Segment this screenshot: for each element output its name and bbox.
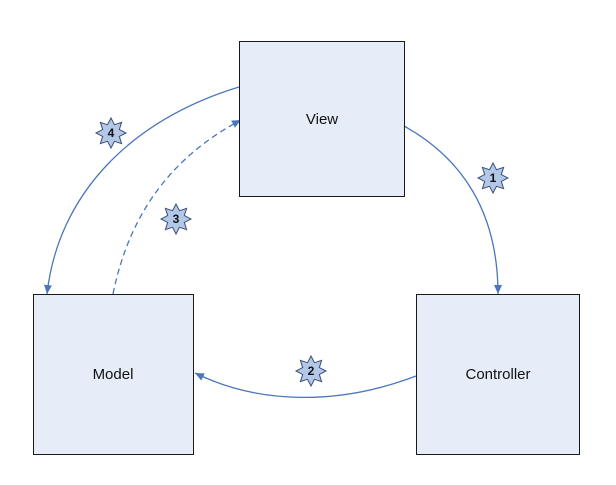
model-box: Model (33, 294, 194, 455)
step-badges: 1 2 3 4 (94, 116, 510, 388)
step-badge-2: 2 (294, 354, 328, 388)
step-number: 1 (490, 171, 497, 185)
arrow-view-to-controller (403, 125, 502, 295)
step-badge-1: 1 (476, 161, 510, 195)
controller-box: Controller (416, 294, 580, 455)
view-label: View (306, 111, 338, 128)
view-box: View (239, 41, 405, 197)
step-number: 4 (108, 126, 115, 140)
arrow-model-to-view-dashed (112, 119, 242, 295)
arrow-view-to-model (44, 86, 240, 295)
step-badge-4: 4 (94, 116, 128, 150)
step-number: 3 (173, 212, 180, 226)
step-number: 2 (308, 364, 315, 378)
controller-label: Controller (465, 366, 530, 383)
model-label: Model (93, 366, 134, 383)
star-icon (294, 354, 328, 388)
arrow-controller-to-model (194, 372, 417, 399)
star-icon (94, 116, 128, 150)
star-icon (476, 161, 510, 195)
star-icon (159, 202, 193, 236)
step-badge-3: 3 (159, 202, 193, 236)
